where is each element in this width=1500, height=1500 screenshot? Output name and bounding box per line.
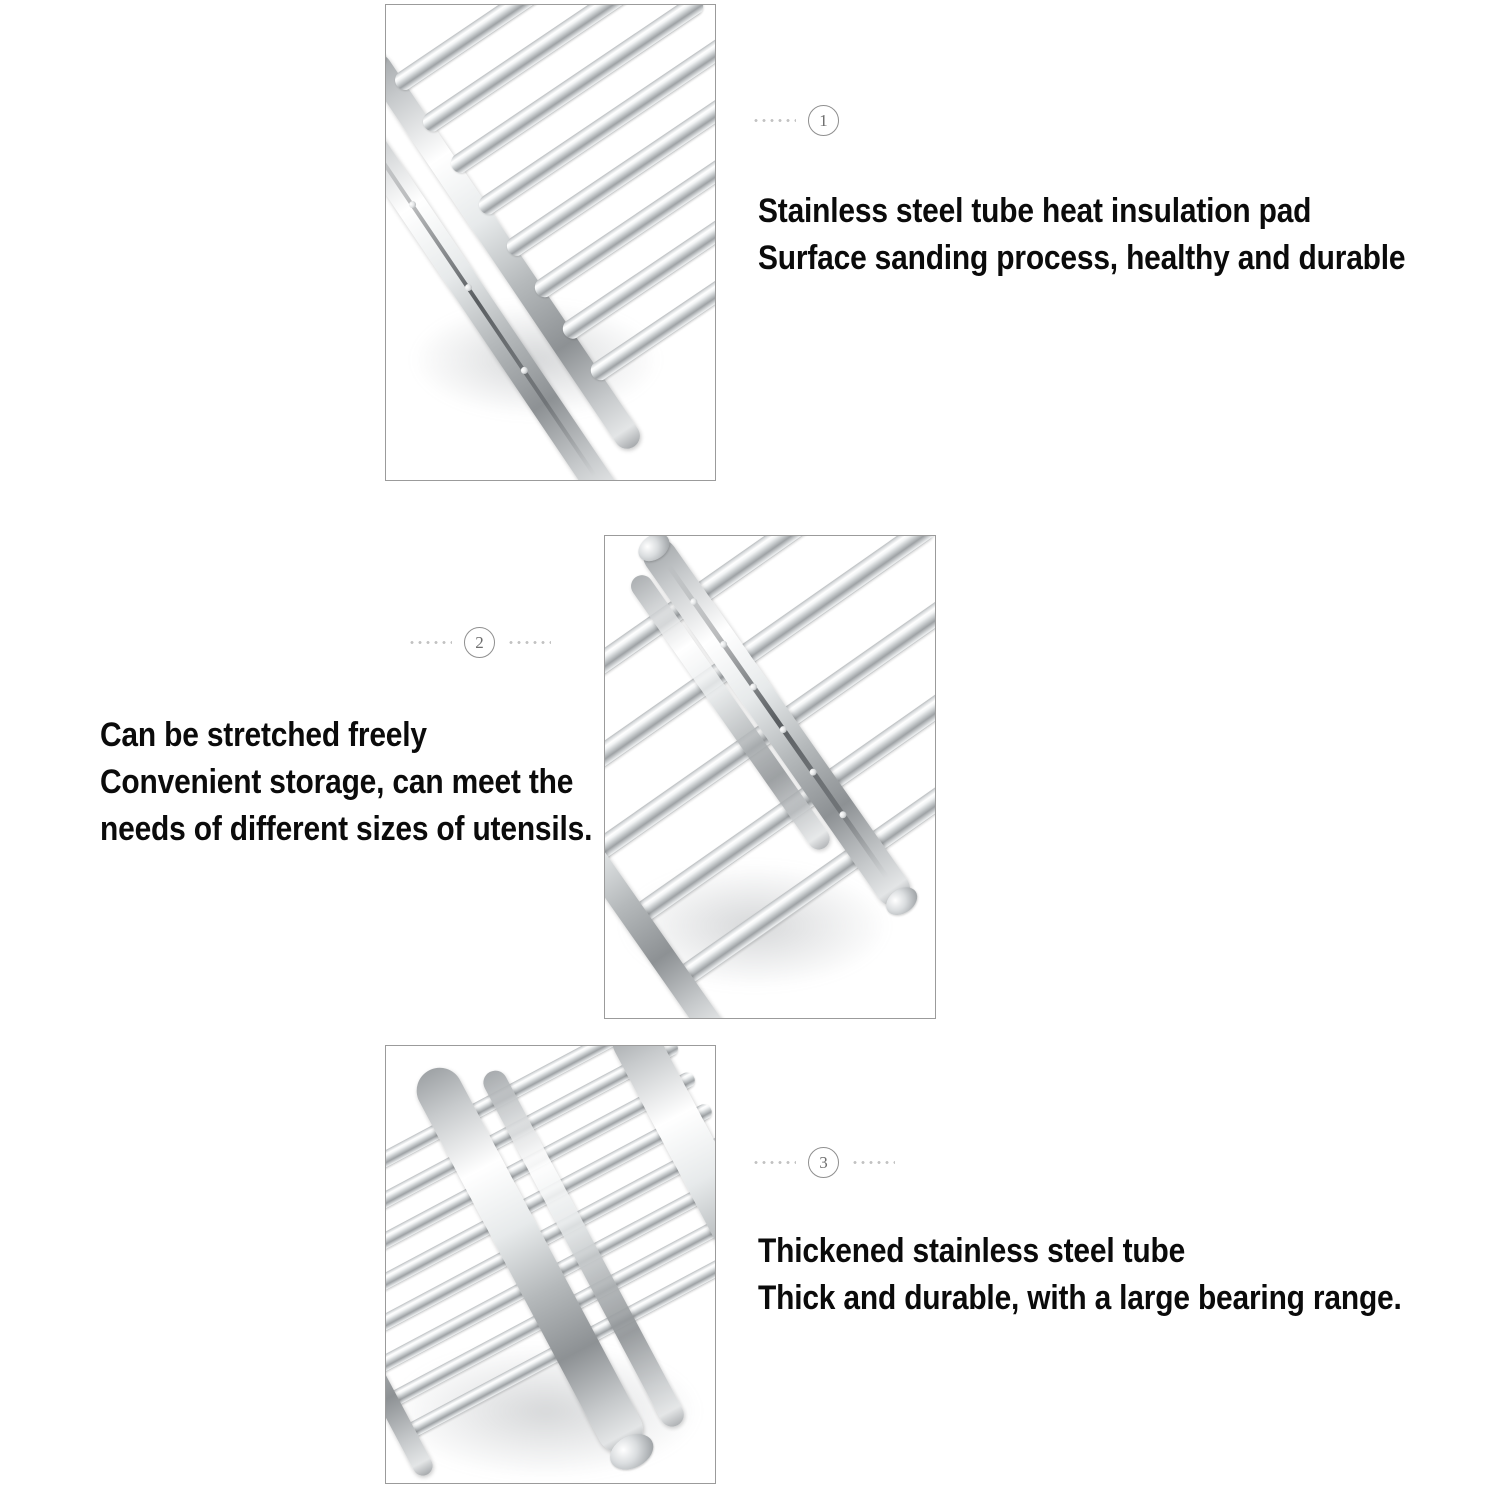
feature-marker-1: 1 [752,105,839,136]
rail-seam [666,564,889,879]
rack-assembly [386,5,715,480]
feature-marker-2: 2 [408,627,551,658]
rack-assembly-thick [386,1046,715,1483]
feature-caption-2: Can be stretched freely Convenient stora… [100,712,592,853]
feature-marker-3: 3 [752,1147,895,1178]
dotted-leader-right-icon [851,1161,895,1164]
caption-line: Convenient storage, can meet the [100,762,574,801]
steel-rack-photo-1 [386,5,715,480]
dotted-leader-right-icon [507,641,551,644]
feature-photo-panel-1 [385,4,716,481]
feature-number-badge: 2 [464,627,495,658]
steel-rack-photo-3 [386,1046,715,1483]
feature-photo-panel-3 [385,1045,716,1484]
feature-photo-panel-2 [604,535,936,1019]
caption-line: Surface sanding process, healthy and dur… [758,238,1406,277]
caption-line: Thickened stainless steel tube [758,1232,1186,1270]
rack-slat [419,5,680,136]
feature-caption-3: Thickened stainless steel tube Thick and… [758,1228,1402,1322]
feature-number-badge: 1 [808,105,839,136]
dotted-leader-left-icon [752,1161,796,1164]
steel-rack-photo-2 [605,536,935,1018]
caption-line: needs of different sizes of utensils. [100,809,593,848]
dotted-leader-left-icon [408,641,452,644]
feature-number-badge: 3 [808,1147,839,1178]
caption-line: Stainless steel tube heat insulation pad [758,192,1312,230]
feature-caption-1: Stainless steel tube heat insulation pad… [758,188,1406,282]
dotted-leader-left-icon [752,119,796,122]
caption-line: Thick and durable, with a large bearing … [758,1278,1402,1317]
rack-assembly-detail [605,536,935,1018]
caption-line: Can be stretched freely [100,716,427,754]
